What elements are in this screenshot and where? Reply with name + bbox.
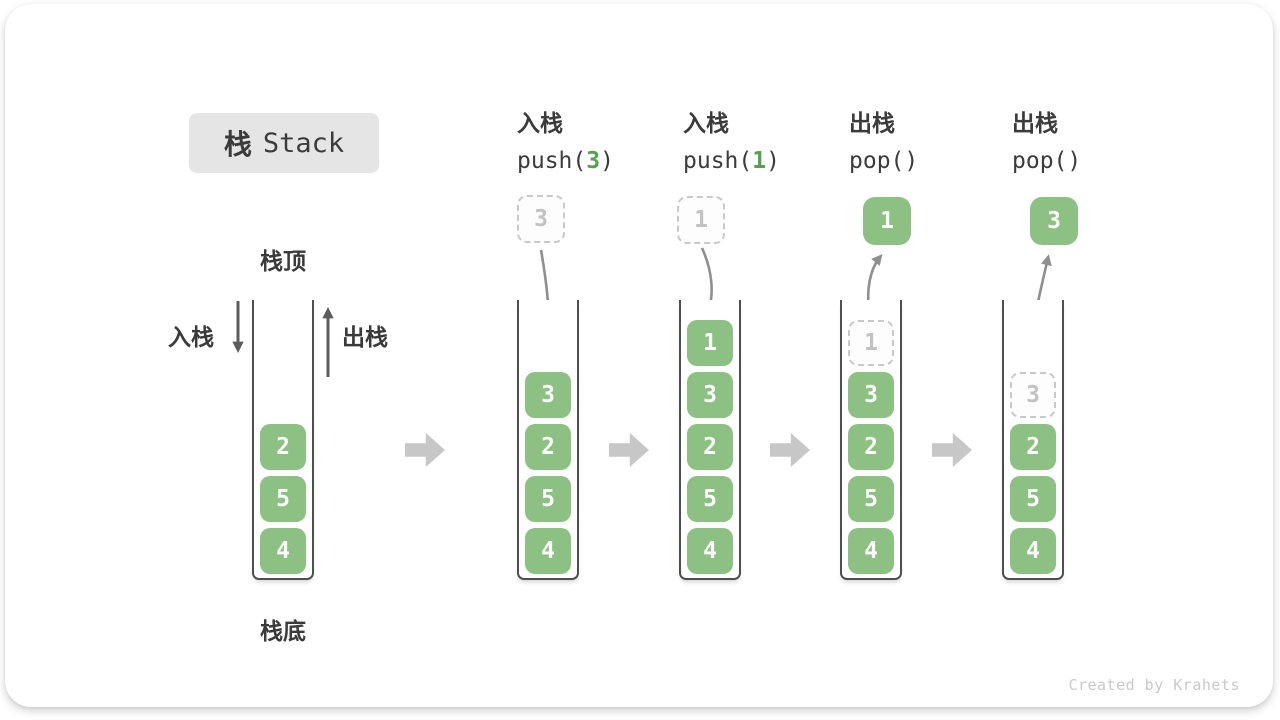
op-code-suffix: ) [600,148,614,174]
stack-cell: 4 [260,528,306,574]
ghost-cell: 1 [848,320,894,366]
stack-cell: 4 [1010,528,1056,574]
stack-cell: 5 [687,476,733,522]
ghost-cell: 3 [1010,372,1056,418]
flow-block-arrow-icon [932,433,972,467]
op-code-arg: 1 [752,148,767,174]
push-label: 入栈 [168,324,214,350]
op-label: 出栈 [849,110,895,136]
ghost-value-box: 1 [677,196,725,244]
op-label: 出栈 [1012,110,1058,136]
popped-value-box: 3 [1030,197,1078,245]
stack-cell: 2 [687,424,733,470]
stack-cell: 5 [848,476,894,522]
op-label: 入栈 [517,110,563,136]
stack-cell: 5 [525,476,571,522]
op-code: pop() [849,148,918,174]
stack-cell: 3 [687,372,733,418]
diagram-title-box: 栈 Stack [189,113,379,173]
stack-cell: 4 [848,528,894,574]
stack-cell: 4 [525,528,571,574]
op-header: 出栈 pop() [849,104,918,174]
op-code-prefix: pop( [1012,148,1068,174]
stack-top-label: 栈顶 [260,248,306,274]
stack-cell: 1 [687,320,733,366]
op-code-arg: 3 [586,148,601,174]
op-code-prefix: pop( [849,148,905,174]
stack-cell: 4 [687,528,733,574]
watermark-credit: Created by Krahets [1068,676,1240,694]
op-code: push(1) [683,148,780,174]
op-label: 入栈 [683,110,729,136]
op-code-suffix: ) [1067,148,1082,174]
op-code-suffix: ) [904,148,919,174]
ghost-value-box: 3 [517,195,565,243]
op-code-suffix: ) [766,148,780,174]
op-code-prefix: push( [517,148,587,174]
stack-cell: 2 [525,424,571,470]
stack-cell: 2 [260,424,306,470]
stack-cell: 5 [1010,476,1056,522]
stack-cell: 3 [848,372,894,418]
op-header: 入栈 push(1) [683,104,780,174]
op-header: 出栈 pop() [1012,104,1081,174]
stack-bottom-label: 栈底 [260,618,306,644]
op-code-prefix: push( [683,148,753,174]
flow-block-arrow-icon [770,433,810,467]
stack-cell: 5 [260,476,306,522]
popped-value-box: 1 [863,197,911,245]
pop-label: 出栈 [342,324,388,350]
op-code: pop() [1012,148,1081,174]
stack-cell: 2 [1010,424,1056,470]
title-en: Stack [262,127,345,159]
flow-block-arrow-icon [405,433,445,467]
flow-block-arrow-icon [609,433,649,467]
title-zh: 栈 [223,129,252,160]
op-header: 入栈 push(3) [517,104,614,174]
stack-cell: 2 [848,424,894,470]
stack-cell: 3 [525,372,571,418]
op-code: push(3) [517,148,614,174]
